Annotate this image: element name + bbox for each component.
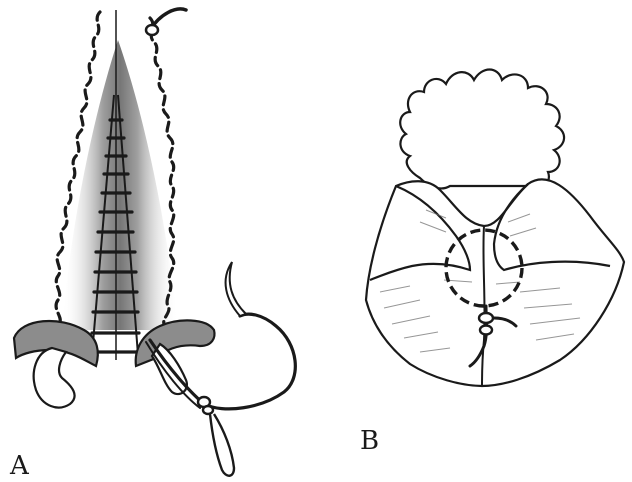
skin-flap-outline — [366, 179, 624, 386]
panel-label-b: B — [360, 428, 379, 454]
left-lobe — [34, 348, 75, 408]
tail-loop — [210, 414, 234, 476]
panel-a-illustration — [14, 9, 295, 476]
needle-icon — [226, 262, 246, 316]
panel-label-a: A — [10, 453, 29, 479]
top-knot — [146, 25, 158, 35]
tail-knot — [198, 397, 213, 414]
panel-b-illustration — [366, 70, 624, 387]
scalloped-defect — [400, 70, 564, 189]
